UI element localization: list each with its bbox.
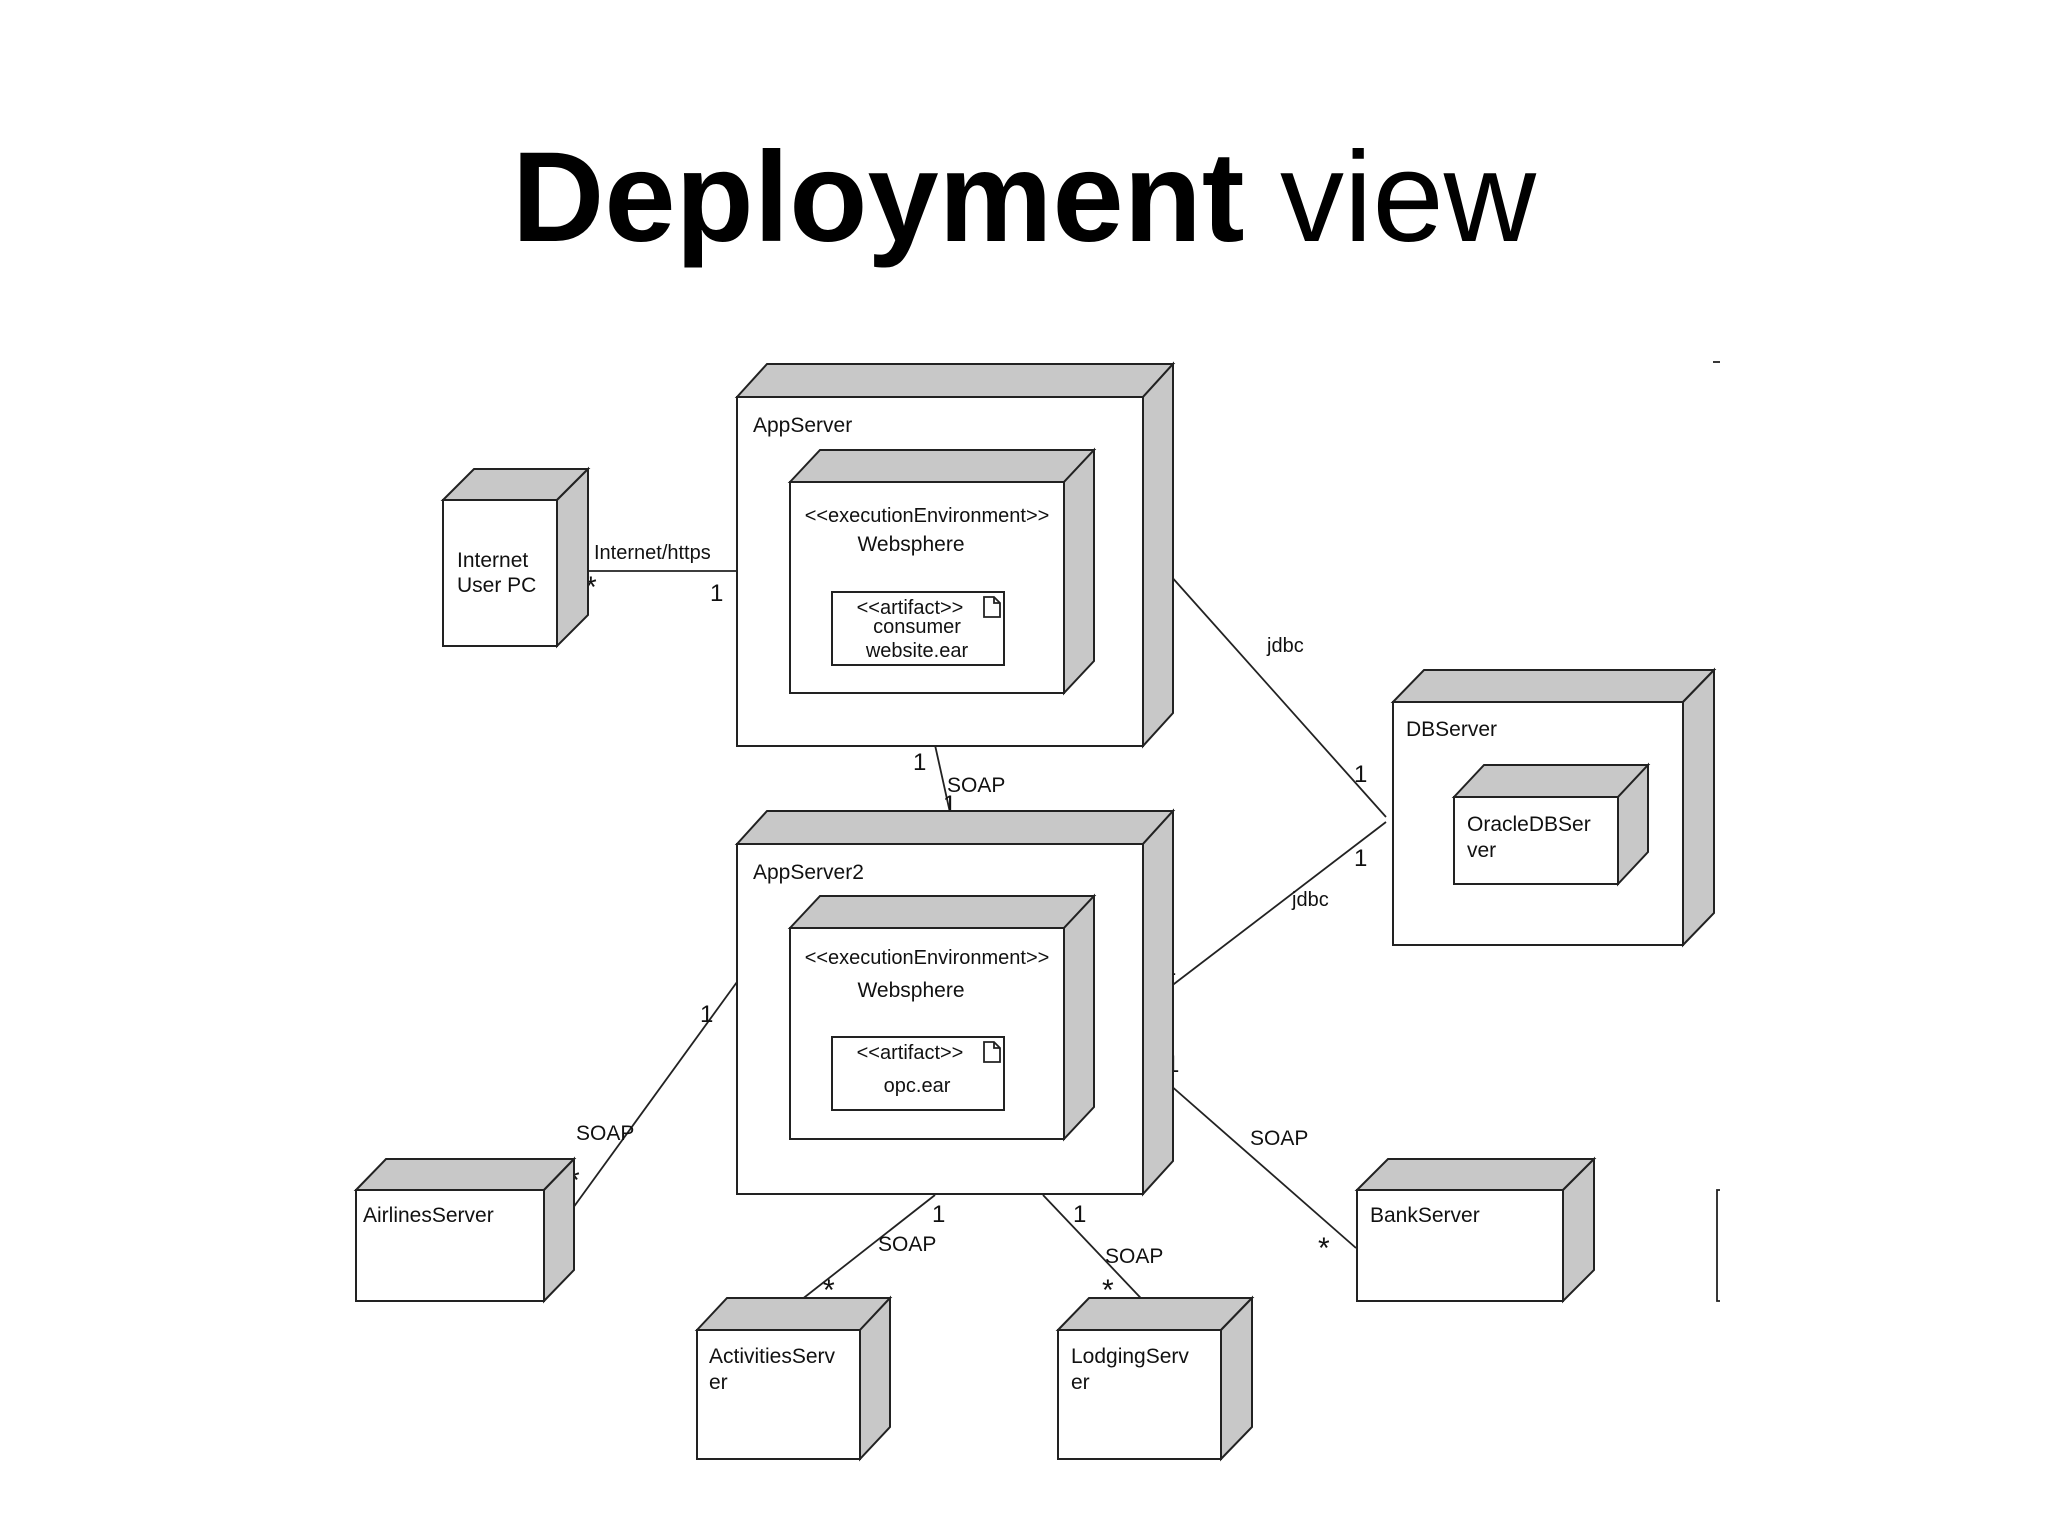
node-airlines-server: AirlinesServer [353,1156,577,1304]
node-app-server2: AppServer2 <<executionEnvironment>> Webs… [734,808,1176,1197]
app-server-artifact-line1: consumer [873,616,961,638]
internet-pc-label-line1: Internet [457,549,528,572]
jdbc-2-mult-db: 1 [1354,845,1367,872]
app-server-artifact-line2: website.ear [865,640,969,662]
jdbc-1-mult-db: 1 [1354,761,1367,788]
node-activities-server: ActivitiesServ er [694,1295,893,1462]
airlines-soap-mult-app: 1 [700,1001,713,1028]
app-server2-env-name: Websphere [857,979,964,1002]
connector-app-soap: SOAP 1 1 [913,744,1005,827]
node-db-server: DBServer OracleDBSer ver [1390,667,1717,948]
connector-jdbc-2: jdbc 1 1 [1152,821,1387,1001]
artifact-document-icon [983,1041,1001,1063]
connector-bank-soap: SOAP 1 * [1152,1051,1357,1265]
internet-https-mult-server: 1 [710,580,723,607]
activities-soap-label: SOAP [878,1233,936,1256]
app-server-artifact-stereotype: <<artifact>> [857,597,964,619]
node-lodging-server: LodgingServ er [1055,1295,1255,1462]
app-server-env-name: Websphere [857,533,964,556]
airlines-server-name: AirlinesServer [363,1204,494,1227]
internet-pc-label-line2: User PC [457,574,536,597]
bank-server-name: BankServer [1370,1204,1480,1227]
app-server2-env-stereotype: <<executionEnvironment>> [805,947,1050,969]
bank-soap-mult-remote: * [1318,1232,1330,1265]
db-server-name: DBServer [1406,718,1497,741]
lodging-server-line2: er [1071,1371,1090,1394]
node-bank-server: BankServer [1354,1156,1597,1304]
title-regular: view [1280,126,1537,269]
db-server-oracle-node: OracleDBSer ver [1451,762,1651,887]
app-server-execution-environment: <<executionEnvironment>> Websphere <<art… [787,447,1097,696]
connector-internet-https: Internet/https * 1 [567,542,737,607]
activities-soap-mult-app: 1 [932,1201,945,1228]
app-server2-artifact: <<artifact>> opc.ear [831,1036,1005,1111]
connector-lodging-soap: SOAP 1 * [1042,1194,1163,1314]
lodging-soap-mult-app: 1 [1073,1201,1086,1228]
app-server2-artifact-stereotype: <<artifact>> [857,1042,964,1064]
app-server-name: AppServer [753,414,852,437]
db-server-inner-line1: OracleDBSer [1467,813,1591,836]
connector-airlines-soap: SOAP 1 * [556,981,738,1231]
crop-fragment-right [1716,1189,1720,1302]
lodging-soap-label: SOAP [1105,1245,1163,1268]
jdbc-1-label: jdbc [1266,635,1304,657]
activities-server-line1: ActivitiesServ [709,1345,836,1368]
app-soap-mult-top: 1 [913,749,926,776]
internet-https-label: Internet/https [594,542,711,564]
artifact-document-icon [983,596,1001,618]
title-bold: Deployment [511,126,1245,269]
airlines-soap-label: SOAP [576,1122,634,1145]
db-server-inner-line2: ver [1467,839,1496,862]
jdbc-2-label: jdbc [1291,889,1329,911]
node-app-server: AppServer <<executionEnvironment>> Websp… [734,361,1176,749]
node-internet-user-pc: Internet User PC [440,466,591,649]
app-server2-name: AppServer2 [753,861,864,884]
bank-soap-label: SOAP [1250,1127,1308,1150]
lodging-server-line1: LodgingServ [1071,1345,1189,1368]
activities-server-line2: er [709,1371,728,1394]
slide-title: Deployment view [0,118,2048,278]
connector-jdbc-1: jdbc 1 1 [1152,555,1387,818]
app-server-env-stereotype: <<executionEnvironment>> [805,505,1050,527]
app-server2-artifact-line1: opc.ear [884,1075,951,1097]
app-server-artifact: <<artifact>> consumer website.ear [831,591,1005,666]
app-server2-execution-environment: <<executionEnvironment>> Websphere <<art… [787,893,1097,1142]
app-soap-label: SOAP [947,774,1005,797]
